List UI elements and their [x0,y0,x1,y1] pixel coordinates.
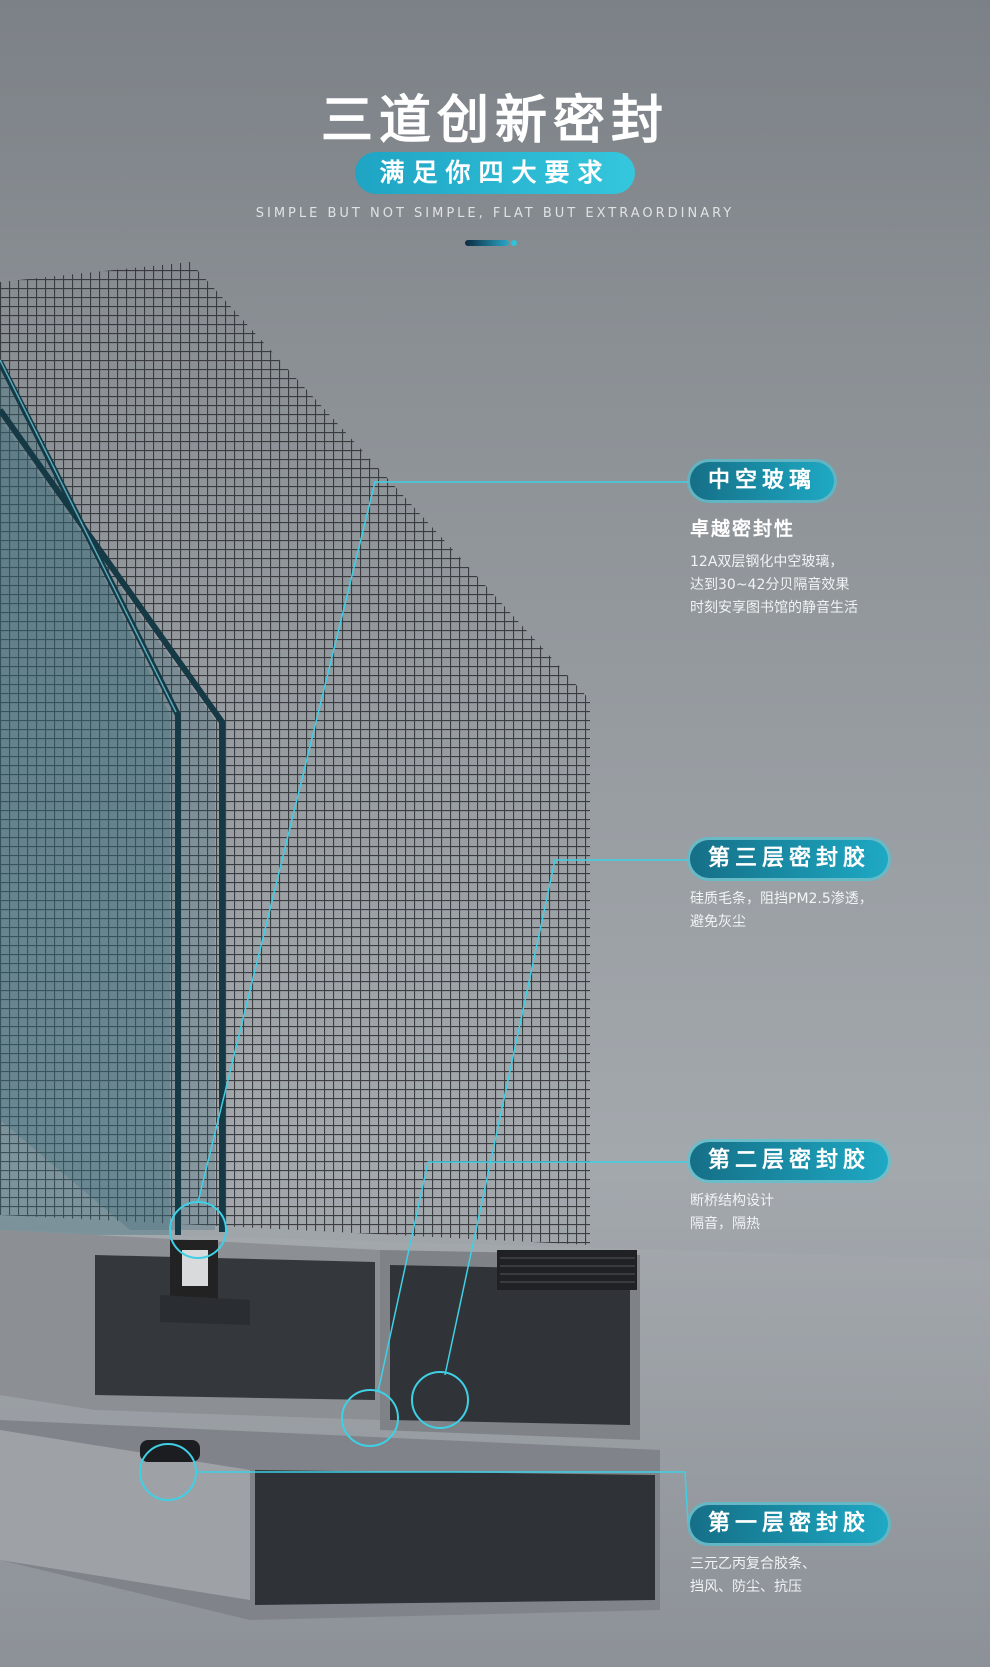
leader-line-third [444,859,688,1376]
leader-line-first [196,1471,689,1523]
third-seal-marker [411,1371,469,1429]
callout-first-label: 第一层密封胶 [690,1505,889,1543]
callout-glass-label: 中空玻璃 [690,462,835,500]
callout-second-desc: 断桥结构设计 隔音，隔热 [690,1190,888,1236]
callout-first-desc: 三元乙丙复合胶条、 挡风、防尘、抗压 [690,1553,888,1599]
glass-pane-inner [0,420,215,1230]
second-seal-marker [341,1389,399,1447]
accent-dash [465,240,509,246]
accent-dot [511,240,517,246]
glass-pane-outer [0,362,170,1235]
callout-glass-subtitle: 卓越密封性 [690,518,796,540]
desc-line: 隔音，隔热 [690,1216,760,1232]
subtitle-pill: 满足你四大要求 [355,152,635,194]
callout-third-label: 第三层密封胶 [690,840,889,878]
desc-line: 达到30~42分贝隔音效果 [690,577,850,593]
callout-first-seal: 第一层密封胶 三元乙丙复合胶条、 挡风、防尘、抗压 [690,1505,889,1599]
leader-line-second [377,1161,688,1393]
desc-line: 12A双层钢化中空玻璃， [690,554,844,570]
desc-line: 避免灰尘 [690,914,746,930]
page-title: 三道创新密封 [320,91,669,151]
callout-second-label: 第二层密封胶 [690,1142,889,1180]
tagline: SIMPLE BUT NOT SIMPLE, FLAT BUT EXTRAORD… [255,206,735,221]
desc-line: 挡风、防尘、抗压 [690,1579,802,1595]
desc-line: 时刻安享图书馆的静音生活 [690,600,858,616]
callout-glass-desc: 12A双层钢化中空玻璃， 达到30~42分贝隔音效果 时刻安享图书馆的静音生活 [690,551,858,620]
leader-line-glass [197,481,688,1203]
desc-line: 硅质毛条，阻挡PM2.5渗透， [690,891,873,907]
desc-line: 断桥结构设计 [690,1193,774,1209]
insect-screen-mesh [0,262,590,1245]
callout-second-seal: 第二层密封胶 断桥结构设计 隔音，隔热 [690,1142,889,1236]
callout-third-seal: 第三层密封胶 硅质毛条，阻挡PM2.5渗透， 避免灰尘 [690,840,889,934]
callout-third-desc: 硅质毛条，阻挡PM2.5渗透， 避免灰尘 [690,888,888,934]
desc-line: 三元乙丙复合胶条、 [690,1556,816,1572]
callout-glass: 中空玻璃 卓越密封性 12A双层钢化中空玻璃， 达到30~42分贝隔音效果 时刻… [690,462,858,620]
